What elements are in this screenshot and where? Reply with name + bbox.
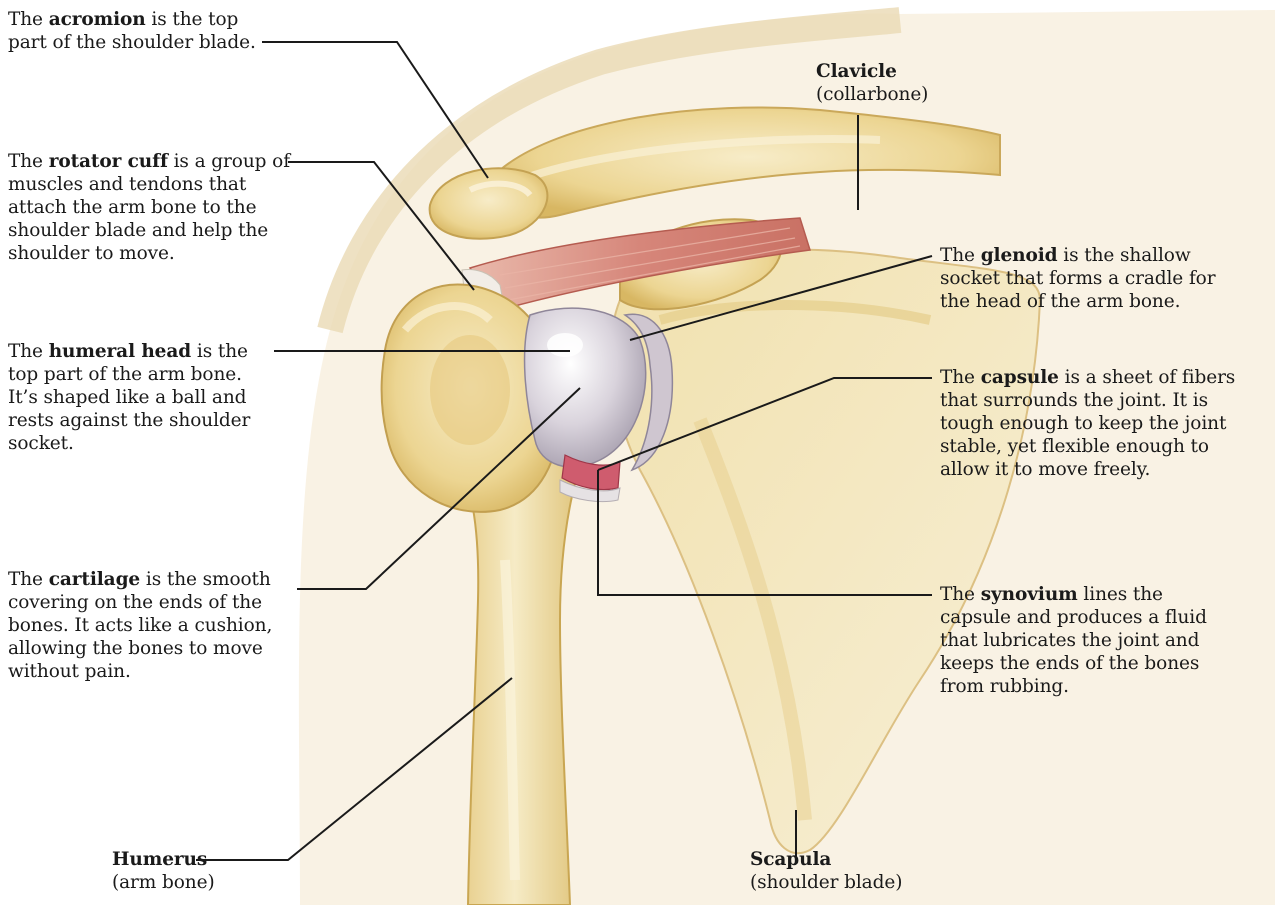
term-capsule: capsule [981, 367, 1059, 388]
label-glenoid: The glenoid is the shallow socket that f… [940, 244, 1240, 313]
label-cartilage: The cartilage is the smooth covering on … [8, 568, 298, 683]
label-synovium: The synovium lines the capsule and produ… [940, 583, 1230, 698]
term-clavicle: Clavicle [816, 61, 897, 82]
term-humeral-head: humeral head [49, 341, 191, 362]
label-clavicle: Clavicle (collarbone) [816, 60, 976, 106]
term-synovium: synovium [981, 584, 1078, 605]
label-rotator-cuff: The rotator cuff is a group of muscles a… [8, 150, 296, 265]
label-capsule: The capsule is a sheet of fibers that su… [940, 366, 1255, 481]
term-humerus: Humerus [112, 849, 207, 870]
label-acromion: The acromion is the top part of the shou… [8, 8, 268, 54]
label-humerus: Humerus (arm bone) [112, 848, 272, 894]
term-cartilage: cartilage [49, 569, 140, 590]
term-rotator-cuff: rotator cuff [49, 151, 168, 172]
label-humeral-head: The humeral head is the top part of the … [8, 340, 266, 455]
term-scapula: Scapula [750, 849, 831, 870]
term-glenoid: glenoid [981, 245, 1058, 266]
label-scapula: Scapula (shoulder blade) [750, 848, 950, 894]
term-acromion: acromion [49, 9, 146, 30]
